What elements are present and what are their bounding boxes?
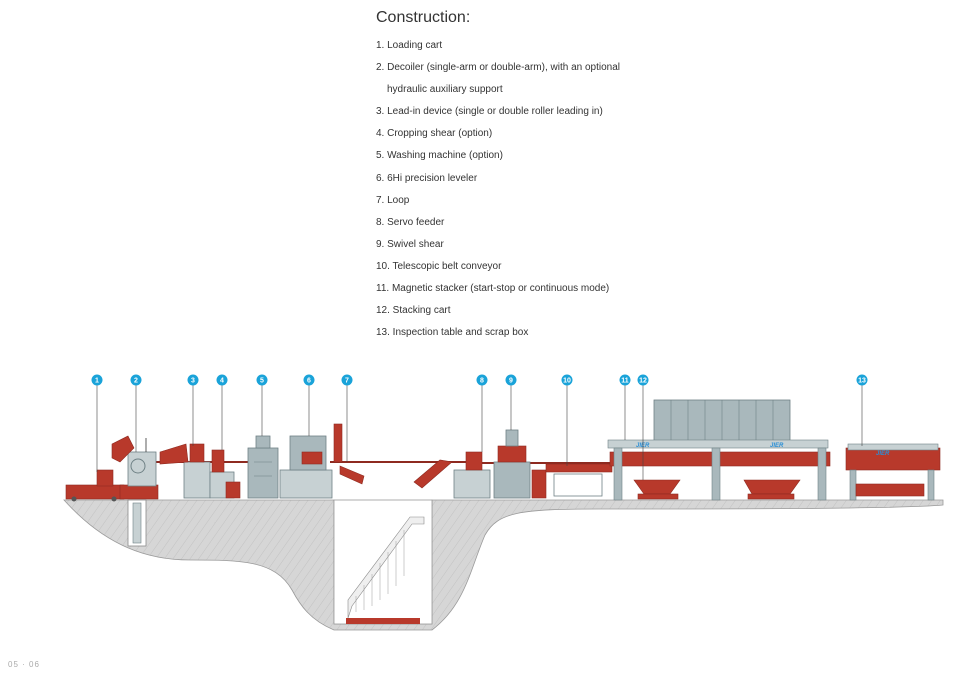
callout-badge [476, 374, 488, 386]
telescopic-belt-conveyor [545, 463, 613, 497]
list-item: 11. Magnetic stacker (start-stop or cont… [376, 283, 610, 295]
callout-number: 2 [134, 378, 138, 385]
callout-number: 12 [639, 378, 647, 385]
callout-badge [505, 374, 517, 386]
pit-loop-bed [346, 618, 420, 624]
pit-ramp [347, 516, 425, 619]
callout-leaders [96, 384, 863, 480]
callout-badge [216, 374, 228, 386]
callout-badge [91, 374, 103, 386]
callout-number: 4 [220, 378, 224, 385]
list-item: 1. Loading cart [376, 40, 443, 51]
construction-list: 1. Loading cart 2. Decoiler (single-arm … [376, 38, 620, 347]
list-item: 4. Cropping shear (option) [376, 128, 493, 140]
callout-badge [637, 374, 649, 386]
callout-badge [341, 374, 353, 386]
inspection-table: JIER [845, 443, 941, 501]
swivel-shear [493, 429, 547, 499]
list-item: 7. Loop [376, 194, 410, 206]
callout-badge [187, 374, 199, 386]
callout-number: 6 [307, 378, 311, 385]
page-title: Construction: [376, 9, 471, 26]
decoiler [111, 435, 159, 500]
loading-cart [65, 469, 125, 502]
callout-badges: 1 2 3 4 5 6 7 8 9 10 11 12 13 [91, 374, 868, 386]
stacker-logo: JIER [770, 443, 784, 449]
washing-machine [247, 435, 279, 499]
callout-number: 1 [95, 378, 99, 385]
magnetic-stacker: JIER JIER [607, 399, 831, 501]
list-item: hydraulic auxiliary support [387, 84, 503, 96]
callout-number: 8 [480, 378, 484, 385]
callout-badge [130, 374, 142, 386]
list-item: 2. Decoiler (single-arm or double-arm), … [376, 62, 620, 74]
callout-badge [561, 374, 573, 386]
servo-feeder [453, 451, 491, 499]
stacking-cart [633, 479, 801, 500]
callout-badge [256, 374, 268, 386]
loop-bridge [339, 459, 453, 489]
callout-number: 7 [345, 378, 349, 385]
list-item: 12. Stacking cart [376, 305, 451, 317]
decoiler-cylinder [132, 502, 142, 544]
list-item: 8. Servo feeder [376, 216, 445, 228]
callout-number: 3 [191, 378, 195, 385]
callout-badge [856, 374, 868, 386]
callout-number: 10 [563, 378, 571, 385]
lead-in-device [159, 443, 211, 499]
list-item: 13. Inspection table and scrap box [376, 327, 529, 339]
list-item: 10. Telescopic belt conveyor [376, 260, 502, 272]
pit-ramp-slats [355, 530, 405, 612]
foundation-ground [63, 499, 944, 631]
list-item: 9. Swivel shear [376, 238, 444, 250]
callout-badge [303, 374, 315, 386]
precision-leveler [279, 423, 343, 499]
page-number: 05 · 06 [8, 660, 40, 669]
callout-number: 9 [509, 378, 513, 385]
list-item: 3. Lead-in device (single or double roll… [376, 106, 603, 118]
inspection-logo: JIER [876, 451, 890, 457]
callout-number: 13 [858, 378, 866, 385]
callout-number: 5 [260, 378, 264, 385]
list-item: 6. 6Hi precision leveler [376, 172, 478, 184]
list-item: 5. Washing machine (option) [376, 150, 503, 162]
callout-number: 11 [621, 378, 629, 385]
callout-badge [619, 374, 631, 386]
cropping-shear [209, 449, 241, 499]
